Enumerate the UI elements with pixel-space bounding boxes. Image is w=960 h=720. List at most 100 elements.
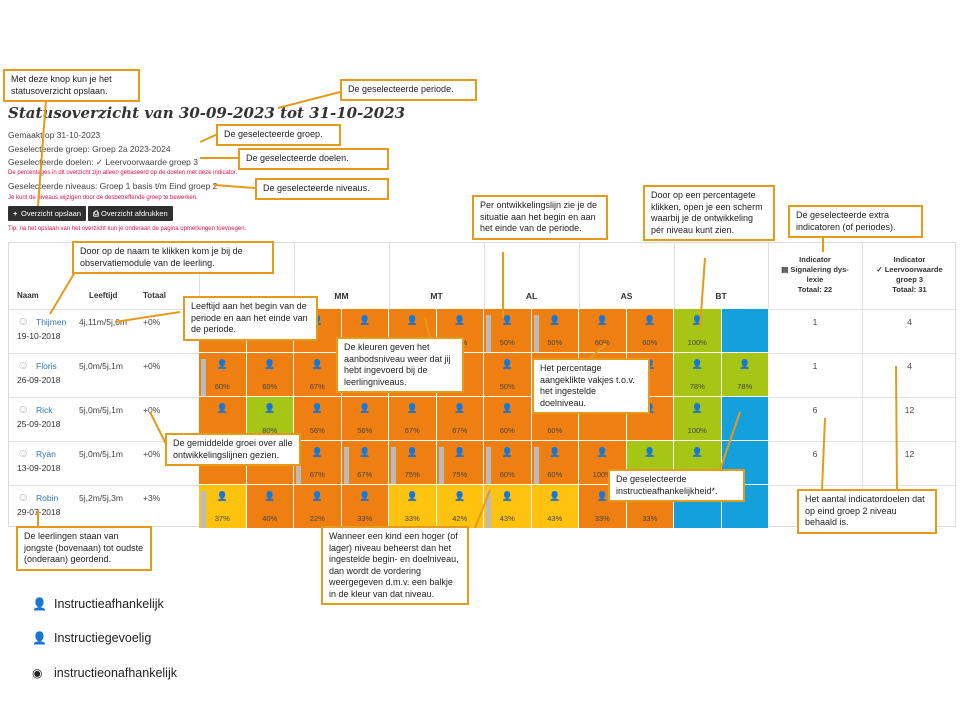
tip-text: Tip: na het opslaan van het overzicht ku… (8, 226, 247, 232)
callout-per-line: Per ontwikkelingslijn zie je de situatie… (472, 195, 608, 240)
indicator-dyslexie-value: 1 (812, 361, 818, 371)
indicator-leervoorwaarde: Indicator ✓ Leervoorwaarde groep 3 Totaa… (876, 255, 943, 294)
status-cell[interactable]: 👤67% (294, 353, 342, 397)
age-cell: 5j,0m/5j,1m (79, 449, 123, 459)
status-cell[interactable]: 👤56% (341, 397, 389, 441)
person-plus-icon: 👤 (454, 315, 466, 325)
level-progress-bar (343, 447, 349, 484)
person-plus-icon: 👤 (311, 403, 323, 413)
status-cell[interactable]: 👤50% (484, 309, 532, 353)
person-plus-icon: 👤 (216, 403, 228, 413)
person-plus-icon: 👤 (596, 315, 608, 325)
status-cell[interactable]: 👤67% (341, 441, 389, 485)
birth-date: 25-09-2018 (17, 419, 61, 429)
level-progress-bar (391, 447, 396, 484)
status-cell[interactable]: 👤60% (626, 309, 674, 353)
status-cell[interactable] (721, 309, 769, 353)
cell-percentage: 67% (452, 426, 468, 435)
status-cell[interactable]: 👤33% (389, 485, 437, 529)
cell-percentage: 33% (594, 514, 610, 523)
cell-percentage: 60% (499, 470, 515, 479)
callout-percentage: Het percentage aangeklikte vakjes t.o.v.… (532, 358, 650, 414)
status-cell[interactable]: 👤75% (389, 441, 437, 485)
person-plus-icon: 👤 (691, 403, 703, 413)
status-cell[interactable]: 👤 67% (436, 397, 484, 441)
save-overview-button[interactable]: +Overzicht opslaan (8, 206, 87, 221)
selected-goals: Geselecteerde doelen: ✓ Leervoorwaarde g… (8, 157, 198, 167)
col-name: Naam (17, 291, 39, 300)
plus-icon: + (13, 209, 18, 218)
status-cell[interactable]: 👤78% (721, 353, 769, 397)
status-cell[interactable]: 👤60% (199, 353, 247, 397)
status-cell[interactable]: 👤50% (531, 309, 579, 353)
cell-percentage: 67% (357, 470, 373, 479)
total-growth: +0% (143, 317, 161, 327)
age-cell: 5j,0m/5j,1m (79, 361, 123, 371)
cell-percentage: 43% (499, 514, 515, 523)
status-cell[interactable]: 👤60% (579, 309, 627, 353)
indicator-leervoorwaarde-value: 4 (907, 317, 912, 327)
total-growth: +0% (143, 405, 161, 415)
status-cell[interactable]: 👤60% (484, 441, 532, 485)
student-name-link[interactable]: Robin (36, 493, 59, 503)
page-title: Statusoverzicht van 30-09-2023 tot 31-10… (8, 104, 406, 122)
status-cell[interactable] (721, 397, 769, 441)
person-plus-icon: 👤 (549, 447, 561, 457)
student-name-link[interactable]: Floris (36, 361, 57, 371)
cell-percentage: 60% (499, 426, 515, 435)
person-plus-icon: 👤 (406, 315, 418, 325)
status-cell[interactable]: 👤 60% (484, 397, 532, 441)
person-plus-icon: 👤 (359, 315, 371, 325)
status-cell[interactable]: 👤67% (294, 441, 342, 485)
callout-period: De geselecteerde periode. (340, 79, 477, 101)
level-progress-bar (438, 447, 444, 484)
person-plus-icon: 👤 (454, 403, 466, 413)
status-cell[interactable]: 👤 75% (436, 441, 484, 485)
indicator-dyslexie-value: 6 (812, 405, 818, 415)
cell-percentage: 50% (499, 382, 515, 391)
status-cell[interactable]: 👤100% (674, 397, 722, 441)
cell-percentage: 75% (452, 470, 468, 479)
status-cell[interactable]: 👤 42% (436, 485, 484, 529)
group-as: AS (620, 291, 633, 301)
status-cell[interactable]: 👤56% (294, 397, 342, 441)
status-cell[interactable]: 👤40% (246, 485, 294, 529)
callout-age: Leeftijd aan het begin van de periode en… (183, 296, 318, 341)
status-cell[interactable]: 👤60% (246, 353, 294, 397)
cell-percentage: 37% (214, 514, 230, 523)
cell-percentage: 100% (592, 470, 612, 479)
group-mt: MT (430, 291, 443, 301)
status-cell[interactable]: 👤37% (199, 485, 247, 529)
status-cell[interactable]: 👤43% (531, 485, 579, 529)
student-name-link[interactable]: Ryan (36, 449, 56, 459)
status-cell[interactable]: 👤22% (294, 485, 342, 529)
person-plus-icon: 👤 (501, 403, 513, 413)
cell-percentage: 78% (689, 382, 705, 391)
age-cell: 5j,2m/5j,3m (79, 493, 123, 503)
student-name-link[interactable]: Rick (36, 405, 53, 415)
person-plus-icon: 👤 (454, 447, 466, 457)
person-plus-icon: 👤 (359, 491, 371, 501)
status-cell[interactable]: 👤67% (389, 397, 437, 441)
status-cell[interactable]: 👤43% (484, 485, 532, 529)
cell-percentage: 67% (309, 470, 325, 479)
status-cell[interactable]: 👤33% (341, 485, 389, 529)
status-cell[interactable]: 👤 60% (531, 441, 579, 485)
status-cell[interactable]: 👤50% (484, 353, 532, 397)
person-icon: 👤 (32, 631, 47, 645)
level-progress-bar (533, 315, 539, 352)
cell-percentage: 42% (452, 514, 468, 523)
student-name-link[interactable]: Thijmen (36, 317, 67, 327)
status-cell[interactable]: 👤78% (674, 353, 722, 397)
printer-icon: ⎙ (93, 209, 99, 218)
callout-levels: De geselecteerde niveaus. (255, 178, 389, 200)
cell-percentage: 60% (547, 470, 563, 479)
status-cell[interactable]: 👤100% (674, 309, 722, 353)
total-growth: +3% (143, 493, 161, 503)
print-overview-button[interactable]: ⎙Overzicht afdrukken (88, 206, 173, 221)
person-plus-icon: 👤 (549, 315, 561, 325)
person-plus-icon: 👤 (454, 491, 466, 501)
level-progress-bar (486, 315, 491, 352)
indicator-leervoorwaarde-value: 4 (907, 361, 912, 371)
age-cell: 4j,11m/5j,0m (79, 317, 128, 327)
